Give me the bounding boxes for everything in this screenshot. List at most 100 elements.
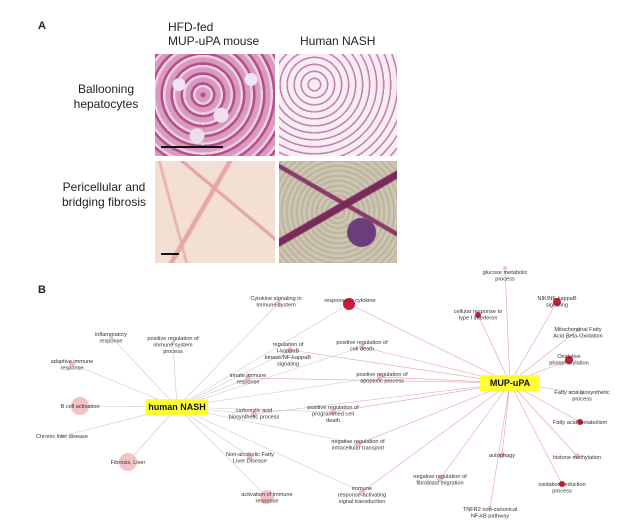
network-node-n24: [574, 453, 580, 459]
network-node-label-line: fibroblast migration: [416, 481, 463, 487]
network-node-label-line: process: [572, 397, 592, 403]
hub-human-label: human NASH: [148, 402, 206, 412]
network-node-label: B cell activation: [61, 404, 100, 410]
network-node-label-line: signaling: [277, 362, 299, 368]
edge-human-n22: [176, 406, 251, 458]
network-node-label-line: process: [552, 489, 572, 495]
hub-mouse-label: MUP-uPA: [490, 378, 531, 388]
network-node-label-line: Fatty acid biosynthetic: [554, 390, 610, 396]
panel-a-letter: A: [38, 20, 46, 32]
network-node-label-line: death: [326, 418, 340, 424]
network-node-label-line: apoptotic process: [360, 379, 404, 385]
edge-human-n9: [176, 346, 363, 408]
edge-mouse-n2: [348, 303, 511, 384]
network-node-label-line: B cell activation: [61, 404, 100, 410]
network-node-label-line: positive regulation of: [307, 405, 359, 411]
network-node-label-line: innate immune: [230, 373, 267, 379]
network-node-n25: [119, 453, 137, 471]
network-node-n10: [576, 328, 580, 332]
micrograph-mouse-fibrosis: [155, 161, 275, 263]
network-node-n22: [247, 454, 253, 460]
network-node-label-line: TNFR2 non-canonical: [463, 507, 517, 513]
panel-b-letter: B: [38, 284, 46, 296]
network-node-label-line: positive regulation of: [147, 336, 199, 342]
network-node-label-line: NF-kB pathway: [471, 514, 509, 520]
network-node-n13: [377, 374, 383, 380]
scale-bar: [161, 253, 179, 255]
network-node-label-line: inflammatory: [95, 332, 127, 338]
row-label-fibrosis-line2: bridging fibrosis: [61, 195, 147, 209]
edge-mouse-n24: [509, 382, 578, 457]
micrograph-human-fibrosis: [279, 161, 397, 263]
network-node-label-line: regulation of: [273, 342, 304, 348]
network-node-label-line: immune system: [153, 343, 193, 349]
edge-mouse-n27: [509, 382, 563, 485]
edge-mouse-n30: [489, 382, 511, 509]
network-node-n5: [475, 312, 481, 318]
network-node-label-line: response to cytokine: [324, 298, 375, 304]
network-node-label-line: response-activating: [338, 493, 387, 499]
network-node-label-line: Non-alcoholic Fatty: [226, 452, 274, 458]
network-node-n2: [343, 298, 355, 310]
edge-mouse-n3: [504, 267, 511, 384]
network-node-label-line: NIK/NF-kappaB: [537, 296, 576, 302]
edge-mouse-n16: [253, 382, 511, 415]
row-label-fibrosis: Pericellular and bridging fibrosis: [50, 180, 158, 210]
network-node-label: histone methylation: [553, 455, 601, 461]
network-nodes: [60, 266, 584, 510]
network-node-label-line: phosphorylation: [549, 361, 589, 367]
edge-mouse-n29: [361, 382, 511, 493]
edge-human-n25: [127, 406, 178, 463]
edge-mouse-n26: [439, 382, 511, 480]
network-node-n9: [359, 344, 365, 350]
network-node-label: Fatty acid metabolism: [553, 420, 608, 426]
edge-mouse-n21: [357, 382, 511, 445]
network-node-n11: [69, 361, 75, 367]
network-node-label: response to cytokine: [324, 298, 375, 304]
network-node-label: autophagy: [489, 453, 515, 459]
network-node-label-line: I-kappaB: [277, 349, 300, 355]
network-node-label-line: positive regulation of: [356, 372, 408, 378]
edge-mouse-n23: [501, 382, 511, 456]
row-label-ballooning-line1: Ballooning: [77, 82, 135, 96]
edge-human-n13: [176, 376, 381, 408]
network-node-label-line: response: [255, 499, 278, 505]
edge-human-n6: [110, 336, 178, 408]
network-node-label-line: type I interferon: [459, 316, 498, 322]
network-node-label-line: cellular response to: [454, 309, 503, 315]
network-node-n3: [503, 266, 507, 270]
network-node-label-line: positive regulation of: [336, 340, 388, 346]
network-node-label-line: Fatty acid metabolism: [553, 420, 608, 426]
network-node-n7: [171, 341, 175, 345]
network-node-n15: [71, 397, 89, 415]
network-node-label-line: immune: [352, 486, 372, 492]
edge-mouse-n8: [289, 349, 511, 384]
network-node-n17: [330, 409, 336, 415]
network-node-n6: [109, 335, 113, 339]
network-node-n26: [437, 476, 443, 482]
edge-human-n8: [176, 349, 291, 408]
column-header-mouse-line1: HFD-fed: [168, 20, 214, 34]
network-node-label-line: Acid Beta-Oxidation: [553, 334, 602, 340]
network-node-label-line: response: [60, 366, 83, 372]
network-node-n30: [488, 506, 492, 510]
network-node-label-line: negative regulation of: [413, 474, 467, 480]
network-node-label-line: Liver Disease: [233, 459, 267, 465]
network-node-label-line: carboxylic acid: [236, 408, 273, 414]
network-node-label-line: response: [236, 380, 259, 386]
